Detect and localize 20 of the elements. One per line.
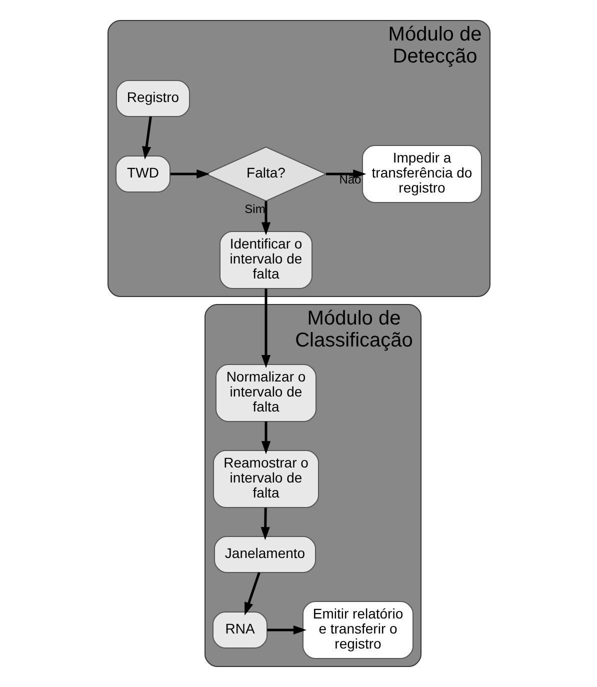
node-box: Identificar o intervalo de falta: [219, 231, 312, 289]
node-box: RNA: [212, 612, 267, 648]
arrow: [260, 422, 270, 454]
node-box: Normalizar o intervalo de falta: [215, 364, 316, 422]
node-box: Janelamento: [214, 536, 316, 573]
arrow: [260, 288, 270, 368]
arrow: [142, 116, 152, 160]
arrow: [170, 169, 210, 179]
node-box: TWD: [115, 156, 170, 192]
arrow: [266, 625, 306, 635]
arrow: [260, 508, 270, 540]
arrow: [260, 201, 270, 236]
node-box: Registro: [116, 80, 190, 117]
node-box: Impedir a transferência do registro: [362, 145, 482, 203]
arrow: [244, 572, 260, 616]
node-box: Emitir relatório e transferir o registro: [302, 601, 413, 659]
edge-label: Sim: [244, 202, 265, 216]
arrow: [326, 169, 366, 179]
edge-label: Não: [338, 172, 361, 187]
node-box: Reamostrar o intervalo de falta: [212, 450, 318, 508]
